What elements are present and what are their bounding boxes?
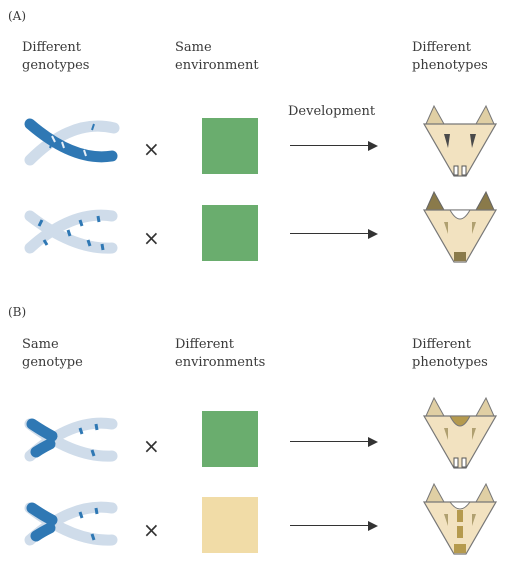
panel-b-genotype-header-line1: Same [22,337,59,352]
chromosome-pair-icon [24,209,118,254]
environment-swatch [202,205,258,261]
panel-a-genotype-header-line1: Different [22,40,82,55]
cross-symbol: × [143,434,160,458]
panel-b-phenotype-header-line2: phenotypes [412,355,488,370]
panel-a-genotype-header-line2: genotypes [22,58,90,73]
chromosome-pair-icon [24,118,120,166]
panel-b-environment-header-line2: environments [175,355,266,370]
panel-a-phenotype-header-line1: Different [412,40,472,55]
development-arrow [290,228,378,240]
development-arrow [290,436,378,448]
panel-b-phenotype-header-line1: Different [412,337,472,352]
fox-face-phenotype-icon [422,396,498,469]
environment-swatch [202,118,258,174]
environment-swatch [202,497,258,553]
environment-swatch [202,411,258,467]
panel-b-environment-header-line1: Different [175,337,235,352]
panel-a-environment-header-line1: Same [175,40,212,55]
development-arrow [290,520,378,532]
chromosome-pair-icon [24,501,118,546]
cross-symbol: × [143,226,160,250]
panel-b-label: (B) [8,305,27,319]
cross-symbol: × [143,137,160,161]
panel-a-environment-header-line2: environment [175,58,259,73]
fox-face-phenotype-icon [422,104,498,177]
cross-symbol: × [143,518,160,542]
panel-a-phenotype-header-line2: phenotypes [412,58,488,73]
fox-face-phenotype-icon [422,190,498,263]
development-arrow [290,140,378,152]
panel-a-label: (A) [8,9,27,23]
panel-b-genotype-header-line2: genotype [22,355,83,370]
development-arrow-label: Development [288,104,376,119]
chromosome-pair-icon [24,417,118,462]
fox-face-phenotype-icon [422,482,498,555]
